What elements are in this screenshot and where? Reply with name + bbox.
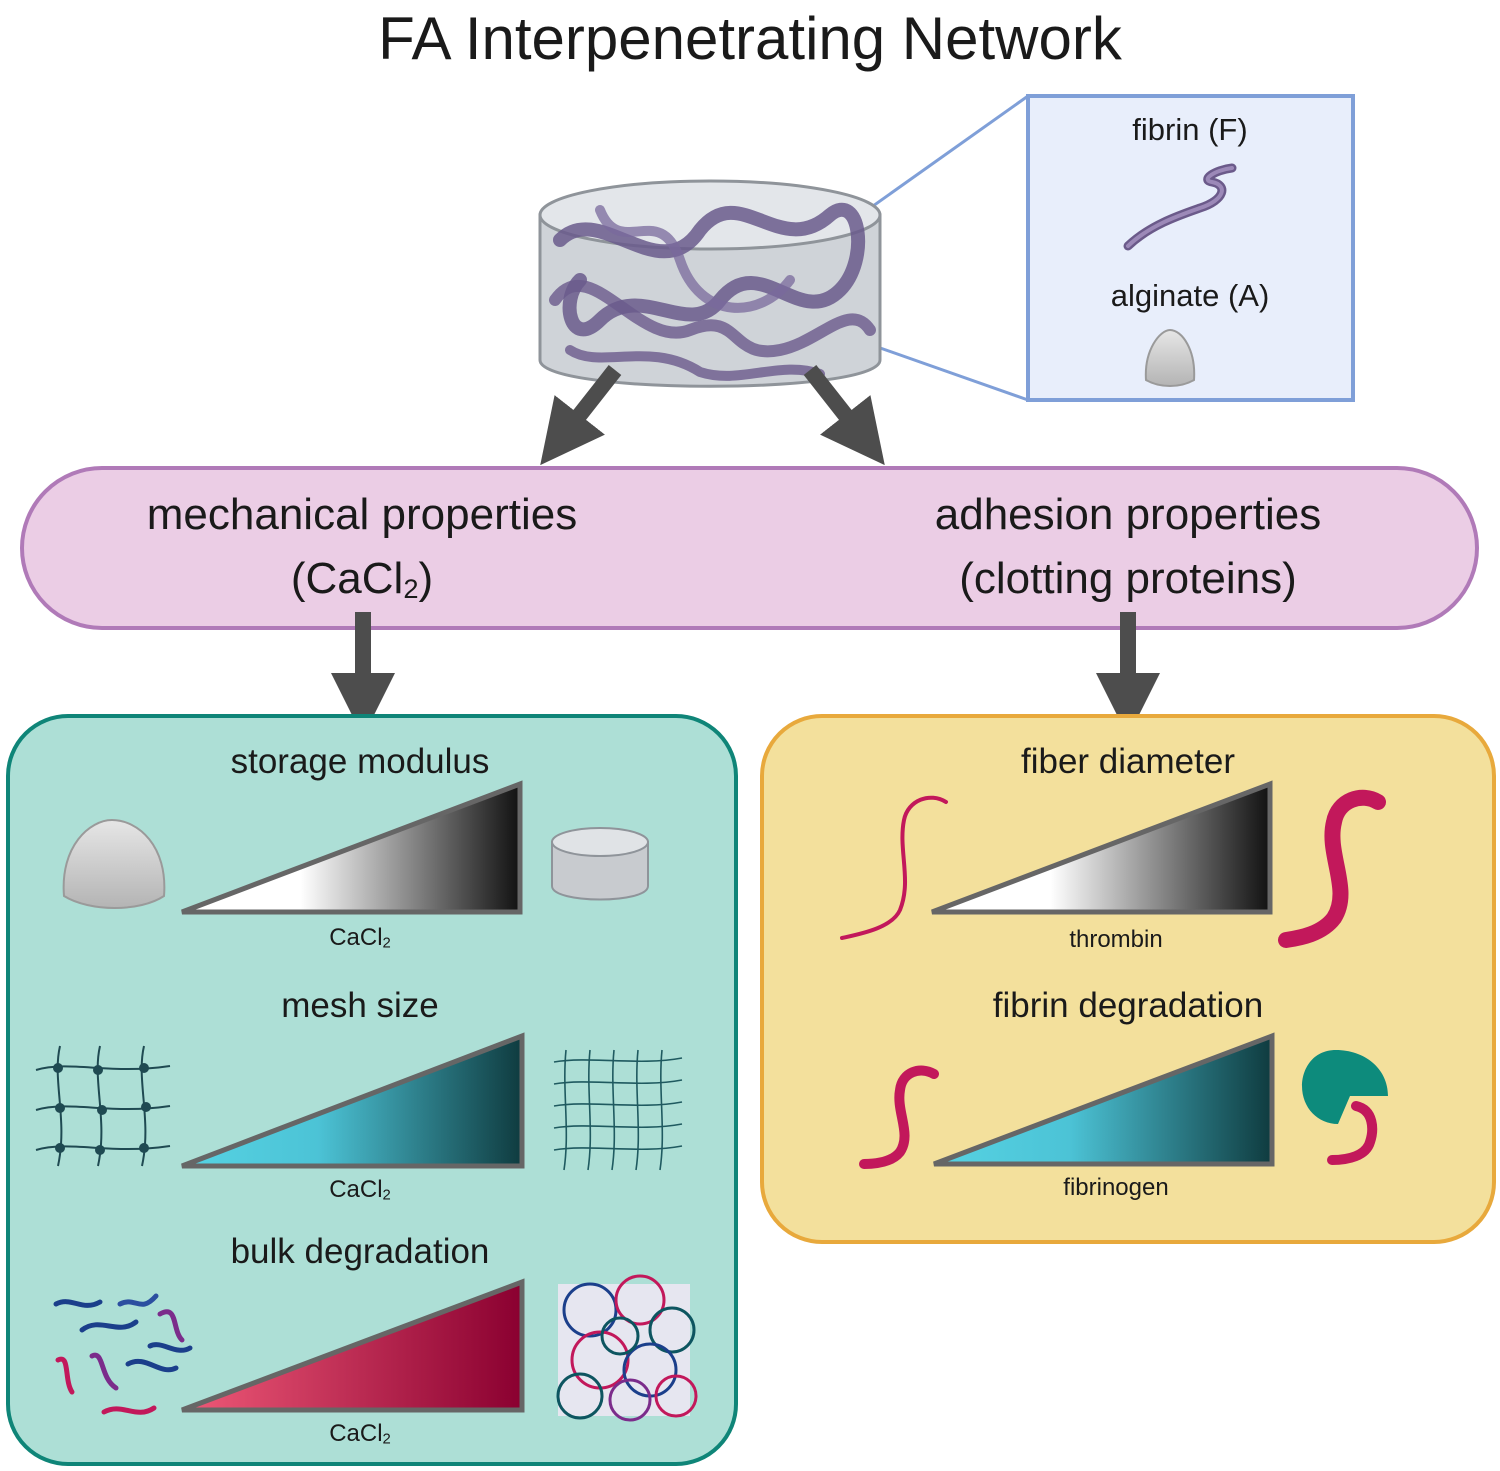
thick-fiber-icon <box>1278 789 1386 948</box>
intact-fibrin-icon <box>859 1065 939 1169</box>
fiber-diameter-title: fiber diameter <box>1021 742 1235 781</box>
bulk-degradation-gradient <box>181 1278 525 1413</box>
arrow-to-mechanical <box>540 365 622 466</box>
hydrogel-cylinder-icon <box>538 179 882 388</box>
mesh-size-axis-label: CaCl2 <box>329 1176 391 1204</box>
storage-modulus-axis-label: CaCl2 <box>329 924 391 952</box>
cleaved-fibrin-icon <box>1327 1101 1378 1165</box>
mechanical-properties-title: mechanical properties <box>146 490 578 539</box>
adhesion-properties-subtitle: (clotting proteins) <box>959 554 1297 603</box>
coarse-mesh-nodes <box>53 1063 151 1155</box>
dense-network-icon <box>556 1274 698 1422</box>
loose-strands-icon <box>53 1293 193 1415</box>
stiff-gel-icon <box>551 827 649 901</box>
fibrin-degradation-title: fibrin degradation <box>992 986 1264 1025</box>
alginate-label: alginate (A) <box>1110 278 1270 313</box>
mechanical-properties-subtitle: (CaCl2) <box>290 554 434 604</box>
plasmin-enzyme-icon <box>1302 1050 1388 1124</box>
adhesion-properties-title: adhesion properties <box>934 490 1322 539</box>
alginate-bead-icon <box>1144 328 1196 387</box>
fibrin-label: fibrin (F) <box>1132 112 1248 147</box>
diagram-title: FA Interpenetrating Network <box>378 5 1122 72</box>
mesh-size-gradient <box>181 1032 525 1169</box>
storage-modulus-title: storage modulus <box>230 742 490 781</box>
fibrin-degradation-gradient <box>933 1032 1275 1167</box>
fiber-diameter-axis-label: thrombin <box>1069 926 1163 953</box>
properties-pill <box>20 466 1479 630</box>
fiber-diameter-gradient <box>931 780 1273 915</box>
mesh-size-title: mesh size <box>281 986 439 1025</box>
bulk-degradation-axis-label: CaCl2 <box>329 1420 391 1448</box>
arrow-to-adhesion <box>803 365 885 466</box>
mechanical-panel <box>6 714 738 1466</box>
thin-fiber-icon <box>840 795 948 940</box>
soft-gel-icon <box>62 818 166 909</box>
fibrin-degradation-axis-label: fibrinogen <box>1063 1174 1169 1201</box>
fine-mesh-icon <box>553 1049 683 1171</box>
bulk-degradation-title: bulk degradation <box>230 1232 490 1271</box>
storage-modulus-gradient <box>181 780 523 915</box>
